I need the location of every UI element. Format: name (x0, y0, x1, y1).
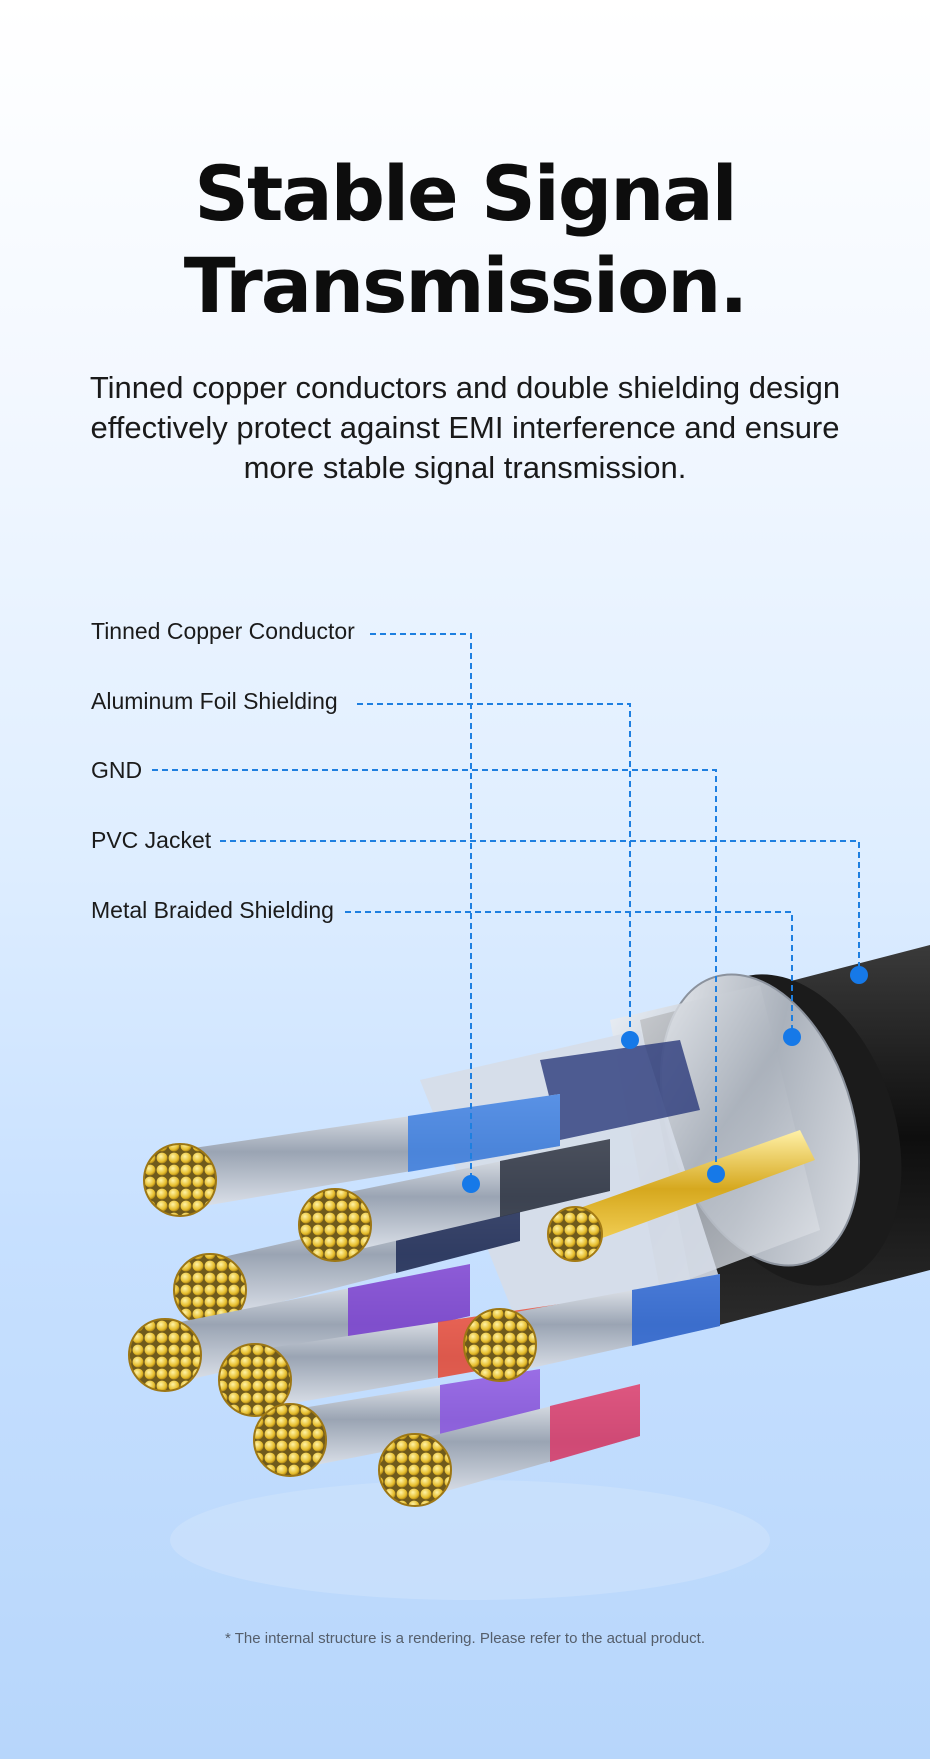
wire-insulation (500, 1139, 610, 1217)
wire-insulation (550, 1384, 640, 1462)
label-tinned-copper-conductor: Tinned Copper Conductor (91, 618, 355, 644)
conductor-end (218, 1343, 292, 1417)
label-aluminum-foil-shielding: Aluminum Foil Shielding (91, 688, 338, 714)
callout-dot-foil (621, 1031, 639, 1049)
callout-line-conductor (370, 633, 472, 1184)
label-metal-braided-shielding: Metal Braided Shielding (91, 897, 334, 923)
inner-wires (128, 1094, 720, 1507)
callout-dot-gnd (707, 1165, 725, 1183)
conductor-end (253, 1403, 327, 1477)
wire-insulation (348, 1264, 470, 1344)
conductor-end (143, 1143, 217, 1217)
callout-dot-jacket (850, 966, 868, 984)
disclaimer-note: * The internal structure is a rendering.… (225, 1630, 705, 1647)
wire-insulation (408, 1094, 560, 1172)
conductor-end (128, 1318, 202, 1392)
callout-dot-braid (783, 1028, 801, 1046)
label-pvc-jacket: PVC Jacket (91, 827, 212, 853)
title-line-2: Transmission. (183, 241, 749, 330)
label-gnd: GND (91, 757, 143, 783)
callout-line-jacket (220, 840, 860, 975)
conductor-end (463, 1308, 537, 1382)
gnd-wire (547, 1130, 815, 1262)
callout-line-foil (357, 703, 631, 1040)
title-line-1: Stable Signal (194, 149, 737, 238)
conductor-end (298, 1188, 372, 1262)
callout-dot-conductor (462, 1175, 480, 1193)
callout-line-gnd (152, 769, 717, 1174)
feature-description: Tinned copper conductors and double shie… (89, 370, 841, 485)
callout-line-braid (345, 911, 793, 1037)
conductor-end (378, 1433, 452, 1507)
wire-insulation (632, 1274, 720, 1346)
page-title: Stable Signal Transmission. (0, 148, 930, 332)
